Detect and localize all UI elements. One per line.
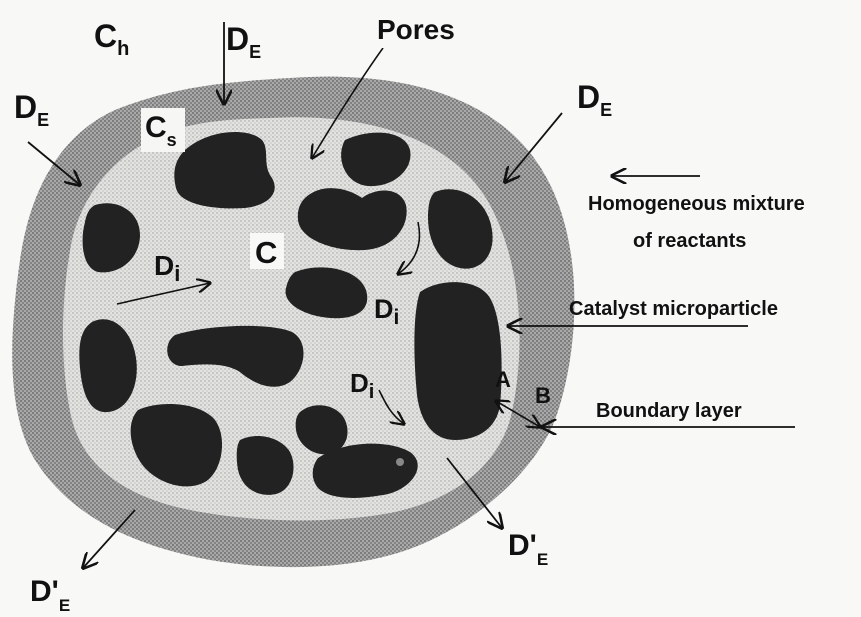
- label-de-top: DE: [226, 21, 261, 62]
- annotation-catalyst: Catalyst microparticle: [569, 298, 778, 320]
- label-ch: Ch: [94, 18, 129, 60]
- catalyst-spot: [396, 458, 404, 466]
- label-de-left: DE: [14, 89, 49, 130]
- label-de-prime-right: D'E: [508, 529, 548, 569]
- catalyst-blob: [414, 282, 501, 440]
- label-b: B: [535, 383, 551, 408]
- annotation-homogeneous-line2: of reactants: [633, 230, 746, 252]
- annotation-boundary: Boundary layer: [596, 400, 742, 422]
- label-a: A: [495, 367, 511, 392]
- label-c: C: [255, 235, 277, 270]
- label-de-prime-left: D'E: [30, 575, 70, 615]
- label-pores: Pores: [377, 14, 455, 45]
- annotation-homogeneous-line1: Homogeneous mixture: [588, 193, 805, 215]
- label-de-right: DE: [577, 79, 612, 120]
